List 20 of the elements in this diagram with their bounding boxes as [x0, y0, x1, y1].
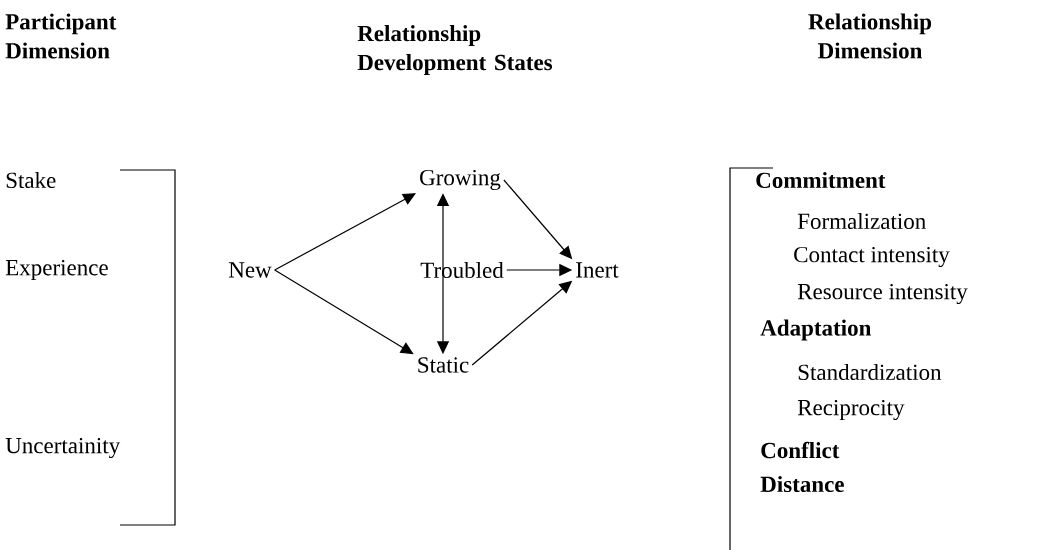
dimension-item: Commitment: [756, 171, 886, 189]
dimension-item: Experience: [5, 259, 108, 281]
dimension-item: Stake: [6, 171, 56, 189]
dimension-item: Conflict: [761, 441, 840, 459]
dimension-item: Distance: [760, 475, 844, 493]
column-heading: Participant Dimension: [5, 13, 117, 59]
arrow: [274, 269, 414, 355]
state-label: New: [228, 262, 272, 278]
state-label: Inert: [576, 262, 619, 278]
dimension-item: Reciprocity: [797, 399, 905, 421]
dimension-item: Standardization: [798, 363, 942, 381]
dimension-item: Adaptation: [760, 319, 872, 341]
column-heading: Relationship Dimension: [808, 13, 932, 59]
dimension-item: Uncertainity: [5, 437, 121, 459]
dimension-item: Resource intensity: [797, 283, 968, 305]
state-label: Static: [418, 357, 469, 373]
dimension-item: Contact intensity: [794, 246, 950, 268]
column-heading: Relationship Development States: [357, 25, 553, 75]
dimension-item: Formalization: [797, 212, 926, 230]
state-label: Growing: [420, 169, 501, 191]
